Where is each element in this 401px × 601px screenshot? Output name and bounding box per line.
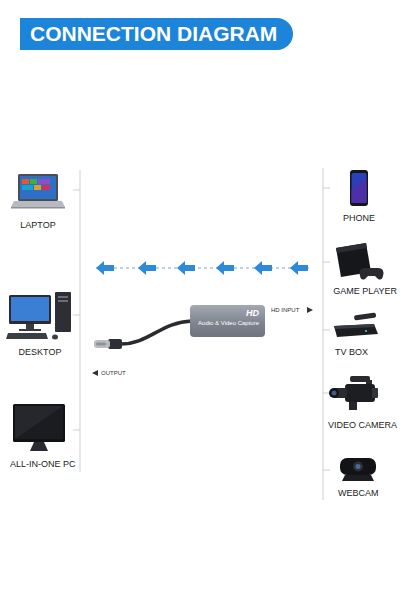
illustration-part [42,185,50,190]
desktop-icon [6,292,71,340]
illustration-part [323,393,330,394]
illustration-part [22,185,33,190]
all-in-one-icon [13,404,65,451]
illustration-part [11,297,49,321]
illustration-part [290,261,308,275]
video-camera-icon [329,376,378,410]
illustration-part [352,178,367,203]
illustration-part [11,207,65,209]
illustration-part [177,261,195,275]
illustration-part [366,380,372,384]
illustration-part [350,170,368,206]
right-rail [323,168,324,500]
rail-ticks [73,188,330,470]
device-label: WEBCAM [338,488,379,499]
illustration-part [15,406,63,439]
illustration-part [73,190,80,191]
input-arrow [307,307,313,313]
illustration-part [360,268,384,280]
illustration-part [353,462,363,472]
illustration-part [352,173,367,203]
device-label: ALL-IN-ONE PC [10,459,76,470]
illustration-part [329,388,339,398]
illustration-part [354,312,376,320]
device-label: TV BOX [335,347,368,358]
illustration-part [345,384,375,402]
device-label: DESKTOP [19,347,62,358]
illustration-part [22,179,29,184]
illustration-part [6,333,48,339]
device-label: VIDEO CAMERA [328,420,397,431]
illustration-part [323,470,330,471]
illustration-part [96,343,106,346]
illustration-part [323,262,330,263]
tv-box-icon [334,312,378,337]
title-banner: CONNECTION DIAGRAM [20,18,293,50]
illustration-part [334,324,378,337]
illustration-part [120,321,192,344]
illustration-part [349,402,357,410]
left-rail [80,170,81,472]
illustration-part [11,201,65,207]
capture-cable [94,321,192,349]
illustration-part [138,261,156,275]
device-label: PHONE [343,213,375,224]
illustration-part [334,324,375,329]
illustration-part [26,324,34,329]
illustration-part [323,188,330,189]
illustration-part [30,179,37,184]
laptop-icon [11,174,65,209]
device-label: LAPTOP [20,220,55,231]
illustration-part [96,261,114,275]
capture-device: HDAudio & Video Capture [190,305,265,337]
webcam-icon [340,458,376,481]
illustration-part [332,391,337,396]
illustration-part [15,406,63,439]
port-label: OUTPUT [101,369,126,377]
illustration-part [38,179,50,184]
illustration-part [58,296,68,298]
illustration-part [340,458,376,475]
illustration-part [108,339,122,349]
port-label: HD INPUT [271,306,299,314]
phone-icon [350,170,368,206]
game-player-icon [336,243,383,280]
title-text: CONNECTION DIAGRAM [20,18,293,50]
illustration-part [55,292,71,332]
illustration-part [336,243,367,253]
illustration-part [365,330,367,332]
signal-line [96,267,312,269]
illustration-part [20,176,56,199]
illustration-part [372,388,378,398]
output-arrow [92,370,98,376]
illustration-part [356,464,361,469]
illustration-part [323,330,330,331]
illustration-part [254,261,272,275]
illustration-part [9,295,51,324]
device-logo: HD [196,308,259,319]
illustration-part [216,261,234,275]
illustration-part [30,442,48,451]
illustration-part [34,185,41,190]
illustration-part [58,300,68,302]
illustration-part [18,174,58,201]
device-label: GAME PLAYER [333,286,397,297]
illustration-part [342,475,374,481]
illustration-part [94,340,110,348]
illustration-part [19,329,41,331]
device-caption: Audio & Video Capture [196,319,259,327]
illustration-part [73,315,80,316]
illustration-part [52,335,58,340]
illustration-part [13,404,65,442]
signal-arrows [96,261,308,275]
illustration-part [73,430,80,431]
